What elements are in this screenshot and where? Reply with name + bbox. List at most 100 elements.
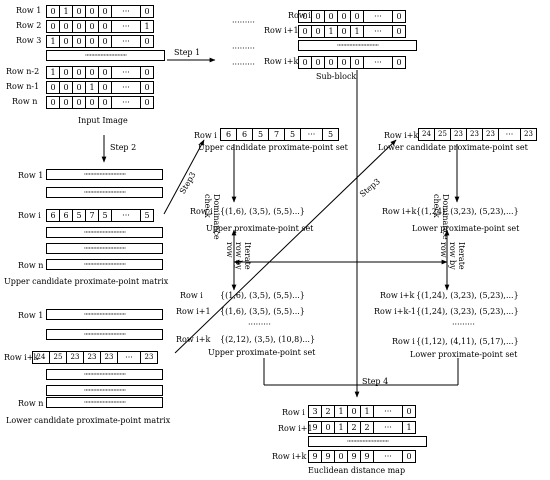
lower-iter-row-label: Row i xyxy=(392,337,415,346)
step1-label: Step 1 xyxy=(174,48,201,57)
grid-cell: 5 xyxy=(141,210,154,222)
grid-cell: 0 xyxy=(86,67,99,79)
grid-cell: 0 xyxy=(393,26,406,38)
lower-matrix-ellipsis-row: ··························· xyxy=(46,397,163,408)
grid-cell: 0 xyxy=(60,82,73,94)
lower-matrix-row-label: Row 1 xyxy=(18,311,44,320)
ellipsis-cell: ··· xyxy=(374,451,403,463)
step3-upper-arrow xyxy=(163,139,205,215)
grid-cell: 1 xyxy=(403,422,416,434)
ellipsis-cell: ··· xyxy=(374,422,403,434)
input-ellipsis-row: ··························· xyxy=(46,50,165,61)
grid-cell: 23 xyxy=(84,352,101,364)
ellipsis-cell: ··· xyxy=(499,129,521,141)
input-row-label: Row 3 xyxy=(16,36,42,45)
grid-cell: 0 xyxy=(99,82,112,94)
ellipsis-cell: ··· xyxy=(364,26,393,38)
ellipsis-cell: ··· xyxy=(112,67,141,79)
grid-cell: 0 xyxy=(86,97,99,109)
upper-iter-pairs: {(1,6), (3,5), (5,5)...} xyxy=(220,291,305,300)
lower-candidate-row-label: Row i+k xyxy=(384,131,419,140)
grid-cell: 5 xyxy=(253,129,269,141)
ellipsis-cell: ··· xyxy=(112,97,141,109)
subblock-row-label: Row i+1 xyxy=(264,26,299,35)
lower-iter-pairs: {(1,12), (4,11), (5,17),...} xyxy=(416,337,519,346)
grid-cell: 1 xyxy=(141,21,154,33)
lower-final-caption: Lower proximate-point set xyxy=(410,350,518,359)
upper-matrix-ellipsis-row: ··························· xyxy=(46,169,163,180)
grid-cell: 9 xyxy=(348,451,361,463)
ellipsis-cell: ··· xyxy=(301,129,323,141)
grid-cell: 0 xyxy=(299,11,312,23)
grid-cell: 0 xyxy=(325,11,338,23)
grid-cell: 0 xyxy=(335,451,348,463)
lower-matrix-ellipsis-row: ··························· xyxy=(46,369,163,380)
lower-matrix-ellipsis-row: ··························· xyxy=(46,329,163,340)
grid-cell: 23 xyxy=(67,352,84,364)
grid-cell: 5 xyxy=(285,129,301,141)
lower-iter-row-label: Row i+k xyxy=(380,291,415,300)
ellipsis-cell: ··· xyxy=(364,57,393,69)
grid-cell: 0 xyxy=(60,21,73,33)
grid-cell: 24 xyxy=(33,352,50,364)
grid-cell: 0 xyxy=(86,6,99,18)
grid-cell: 23 xyxy=(483,129,499,141)
upper-iter-dots: ········· xyxy=(248,320,271,329)
iterate-left-label: Iterate row by row xyxy=(225,242,252,270)
grid-cell: 0 xyxy=(403,406,416,418)
grid-cell: 23 xyxy=(467,129,483,141)
grid-cell: 1 xyxy=(361,406,374,418)
grid-cell: 0 xyxy=(393,57,406,69)
lower-iter-pairs: {(1,24), (3,23), (5,23),...} xyxy=(416,291,519,300)
grid-cell: 0 xyxy=(99,36,112,48)
grid-cell: 0 xyxy=(312,11,325,23)
grid-cell: 7 xyxy=(269,129,285,141)
lower-matrix-row-label: Row i+k xyxy=(4,353,39,362)
grid-cell: 1 xyxy=(60,6,73,18)
lower-iter-pairs: {(1,24), (3,23), (5,23),...} xyxy=(416,307,519,316)
input-row-label: Row n xyxy=(12,97,38,106)
grid-cell: 1 xyxy=(335,406,348,418)
grid-cell: 6 xyxy=(237,129,253,141)
grid-cell: 0 xyxy=(60,97,73,109)
subblock-caption: Sub-block xyxy=(316,72,357,81)
upper-matrix-caption: Upper candidate proximate-point matrix xyxy=(4,277,169,286)
upper-matrix-ellipsis-row: ··························· xyxy=(46,259,163,270)
grid-cell: 5 xyxy=(73,210,86,222)
grid-cell: 5 xyxy=(323,129,339,141)
grid-cell: 0 xyxy=(141,97,154,109)
upper-iter-row-label: Row i+k xyxy=(176,335,211,344)
grid-cell: 9 xyxy=(361,451,374,463)
grid-cell: 9 xyxy=(322,451,335,463)
input-image-caption: Input Image xyxy=(78,116,128,125)
grid-cell: 0 xyxy=(403,451,416,463)
lower-dom-row-label: Row i+k xyxy=(382,207,417,216)
input-row-label: Row 2 xyxy=(16,21,42,30)
lower-matrix-ellipsis-row: ··························· xyxy=(46,385,163,396)
ellipsis-cell: ··· xyxy=(118,352,141,364)
grid-cell: 0 xyxy=(99,67,112,79)
lower-iter-row-label: Row i+k-1 xyxy=(374,307,416,316)
input-row-label: Row n-1 xyxy=(6,82,40,91)
grid-cell: 0 xyxy=(338,11,351,23)
upper-matrix-ellipsis-row: ··························· xyxy=(46,227,163,238)
grid-cell: 0 xyxy=(348,406,361,418)
grid-cell: 0 xyxy=(86,21,99,33)
grid-cell: 0 xyxy=(351,57,364,69)
step3-lower-arrow xyxy=(174,139,397,354)
grid-cell: 5 xyxy=(99,210,112,222)
grid-cell: 2 xyxy=(348,422,361,434)
upper-candidate-row-label: Row i xyxy=(194,131,217,140)
upper-dom-caption: Upper proximate-point set xyxy=(206,224,314,233)
grid-cell: 0 xyxy=(99,21,112,33)
